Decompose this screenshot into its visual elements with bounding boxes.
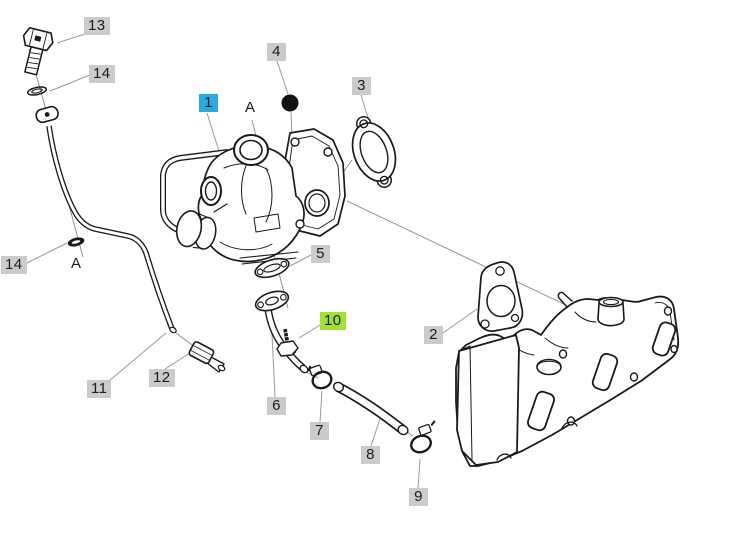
callout-10[interactable]: 10 [320, 312, 346, 330]
hose-clamp-7 [307, 364, 333, 390]
bolt-10 [276, 328, 299, 357]
union-fitting-12 [188, 341, 226, 373]
callout-3[interactable]: 3 [352, 77, 371, 95]
view-marker-a: A [71, 255, 82, 272]
callout-8[interactable]: 8 [361, 446, 380, 464]
callout-7[interactable]: 7 [310, 422, 329, 440]
gasket-2 [477, 261, 524, 332]
plug-4 [281, 94, 299, 112]
hose-clamp-9 [410, 420, 436, 454]
callout-14[interactable]: 14 [89, 65, 115, 83]
callout-2[interactable]: 2 [424, 326, 443, 344]
turbocharger-1 [160, 128, 346, 265]
callout-12[interactable]: 12 [149, 369, 175, 387]
gasket-3 [351, 116, 397, 188]
callout-1[interactable]: 1 [199, 94, 218, 112]
o-ring-14-left [67, 237, 85, 247]
gasket-5 [254, 257, 290, 279]
callout-5[interactable]: 5 [311, 245, 330, 263]
hose-8 [332, 381, 409, 436]
callout-4[interactable]: 4 [267, 43, 286, 61]
oil-feed-pipe-11 [35, 105, 177, 334]
callout-13[interactable]: 13 [84, 17, 110, 35]
view-marker-a: A [245, 99, 256, 116]
callout-11[interactable]: 11 [87, 380, 112, 398]
callout-9[interactable]: 9 [409, 488, 428, 506]
callout-14[interactable]: 14 [1, 256, 27, 274]
banjo-bolt-13 [22, 26, 54, 76]
exhaust-manifold [455, 291, 680, 467]
washer-14-top [26, 86, 48, 96]
callout-6[interactable]: 6 [267, 397, 286, 415]
